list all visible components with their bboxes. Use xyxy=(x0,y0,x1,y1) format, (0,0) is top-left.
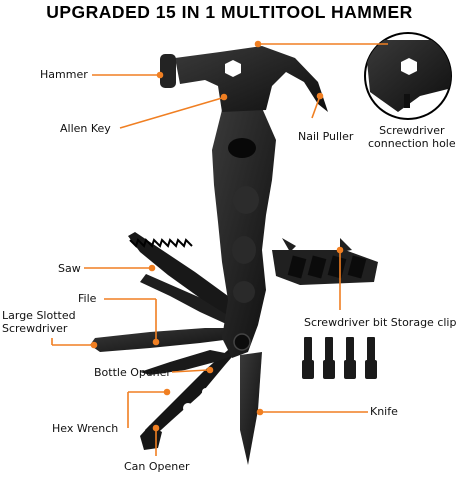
hammer-head xyxy=(175,46,328,112)
handle-body xyxy=(212,108,276,358)
label-bit-storage-clip: Screwdriver bit Storage clip xyxy=(304,316,457,329)
label-allen-key: Allen Key xyxy=(60,122,111,135)
file-blade xyxy=(140,274,238,328)
page-title: UPGRADED 15 IN 1 MULTITOOL HAMMER xyxy=(46,2,413,22)
label-nail-puller: Nail Puller xyxy=(298,130,354,143)
label-large-slotted-screwdriver: Large Slotted Screwdriver xyxy=(2,309,76,335)
label-screwdriver-connection-hole: Screwdriver connection hole xyxy=(368,124,456,150)
bottle-opener-lever xyxy=(140,350,235,375)
knife-blade xyxy=(240,352,262,465)
hammer-face xyxy=(160,54,176,88)
label-hammer: Hammer xyxy=(40,68,88,81)
label-hex-wrench: Hex Wrench xyxy=(52,422,119,435)
label-file: File xyxy=(78,292,97,305)
saw-blade xyxy=(128,232,232,318)
label-knife: Knife xyxy=(370,405,398,418)
saw-teeth xyxy=(129,238,193,248)
label-bottle-opener: Bottle Opener xyxy=(94,366,171,379)
screwdriver-blade xyxy=(90,328,240,352)
label-saw: Saw xyxy=(58,262,81,275)
allen-key-hole xyxy=(225,60,241,77)
screwdriver-bits xyxy=(302,337,377,379)
hex-wrench-lever xyxy=(145,350,238,440)
connection-hole-zoom xyxy=(364,32,452,120)
callout-lines xyxy=(51,40,388,456)
label-can-opener: Can Opener xyxy=(124,460,190,473)
